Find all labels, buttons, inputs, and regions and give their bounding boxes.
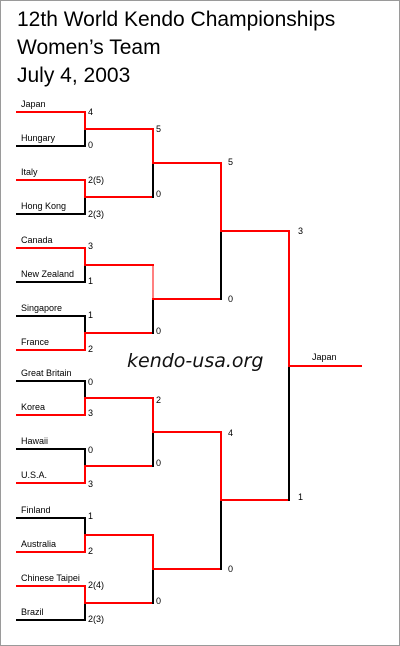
score-r1: 1 [88, 511, 94, 521]
score-r1: 1 [88, 310, 94, 320]
team-label: Singapore [21, 303, 63, 313]
score-r1: 3 [88, 241, 94, 251]
team-label: Chinese Taipei [21, 573, 80, 583]
score-r1: 2(3) [88, 209, 105, 219]
team-label: Canada [21, 235, 53, 245]
watermark-text: kendo-usa.org [127, 350, 264, 372]
team-label: New Zealand [21, 269, 75, 279]
score-r2: 0 [156, 189, 162, 199]
team-label: Italy [21, 167, 38, 177]
team-label: France [21, 337, 50, 347]
team-label: Hawaii [21, 436, 49, 446]
score-r1: 2 [88, 344, 94, 354]
score-r3: 0 [228, 564, 234, 574]
score-r1: 3 [88, 408, 94, 418]
score-r1: 0 [88, 140, 94, 150]
score-r1: 1 [88, 276, 94, 286]
score-final: 1 [298, 492, 304, 502]
team-label: Hungary [21, 133, 56, 143]
score-r3: 0 [228, 294, 234, 304]
score-r2: 5 [156, 124, 162, 134]
score-r1: 2(5) [88, 175, 105, 185]
team-label: Korea [21, 402, 46, 412]
score-r1: 0 [88, 377, 94, 387]
champion-label: Japan [312, 352, 337, 362]
score-r1: 4 [88, 107, 94, 117]
score-r2: 0 [156, 326, 162, 336]
score-r3: 4 [228, 428, 234, 438]
score-r1: 0 [88, 445, 94, 455]
score-r1: 2(3) [88, 614, 105, 624]
team-label: Japan [21, 99, 46, 109]
division-title: Women’s Team [17, 36, 161, 59]
score-r3: 5 [228, 157, 234, 167]
team-label: Finland [21, 505, 51, 515]
score-r2: 0 [156, 596, 162, 606]
team-label: Great Britain [21, 368, 72, 378]
score-r1: 2 [88, 546, 94, 556]
team-label: Hong Kong [21, 201, 67, 211]
score-r1: 3 [88, 479, 94, 489]
score-r2: 2 [156, 395, 162, 405]
score-r1: 2(4) [88, 580, 105, 590]
score-r2: 0 [156, 458, 162, 468]
score-final: 3 [298, 226, 304, 236]
event-date: July 4, 2003 [17, 64, 131, 87]
tournament-title: 12th World Kendo Championships [17, 8, 336, 31]
team-label: Brazil [21, 607, 44, 617]
team-label: U.S.A. [21, 470, 48, 480]
team-label: Australia [21, 539, 57, 549]
